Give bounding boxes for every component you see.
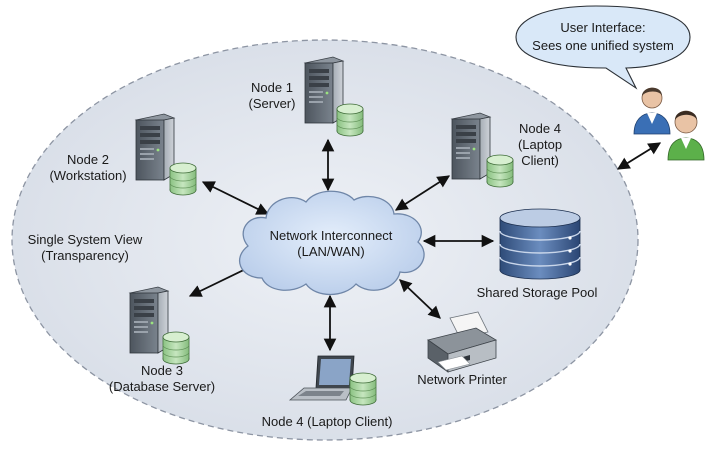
node1-label-line1: Node 1 [251,80,293,95]
arrow-node2 [201,181,270,215]
storage-label: Shared Storage Pool [477,285,598,300]
database-icon [169,162,197,196]
user-avatar-blue [633,87,671,135]
node2-workstation: Node 2 (Workstation) [49,113,197,196]
cloud-label-line1: Network Interconnect [270,228,393,243]
node4-server-label-line1: Node 4 [519,121,561,136]
connection-arrows [188,138,662,352]
single-system-view-note: Single System View (Transparency) [28,232,143,263]
speech-line1: User Interface: [560,20,645,35]
user-avatar-green [667,110,705,161]
node4-laptop: Node 4 (Laptop Client) [262,355,393,429]
shared-storage-pool: Shared Storage Pool [477,208,598,300]
database-icon [336,103,364,137]
laptop-icon [288,355,355,401]
node2-label-line1: Node 2 [67,152,109,167]
arrow-printer [399,279,441,319]
node4-server: Node 4 (Laptop Client) [451,112,562,188]
node3-database-server: Node 3 (Database Server) [109,286,215,394]
node2-label-line2: (Workstation) [49,168,126,183]
arrow-node4-server [394,175,451,211]
database-icon [349,372,377,406]
storage-icon [499,208,581,280]
node4-server-label-line3: Client) [521,153,559,168]
network-cloud: Network Interconnect (LAN/WAN) [238,190,425,296]
users [633,87,705,161]
node3-label-line2: (Database Server) [109,379,215,394]
printer-label: Network Printer [417,372,507,387]
node1-server: Node 1 (Server) [249,56,364,137]
network-printer: Network Printer [417,311,507,387]
database-icon [486,154,514,188]
node3-label-line1: Node 3 [141,363,183,378]
cloud-label-line2: (LAN/WAN) [297,244,364,259]
note-line1: Single System View [28,232,143,247]
database-icon [162,331,190,365]
server-icon [135,113,175,181]
server-icon [129,286,169,354]
speech-line2: Sees one unified system [532,38,674,53]
printer-icon [427,311,497,373]
node1-label-line2: (Server) [249,96,296,111]
user-interface-speech-bubble: User Interface: Sees one unified system [515,5,691,90]
arrow-user [616,142,662,170]
note-line2: (Transparency) [41,248,129,263]
server-icon [451,112,491,180]
laptop-label: Node 4 (Laptop Client) [262,414,393,429]
node4-server-label-line2: (Laptop [518,137,562,152]
